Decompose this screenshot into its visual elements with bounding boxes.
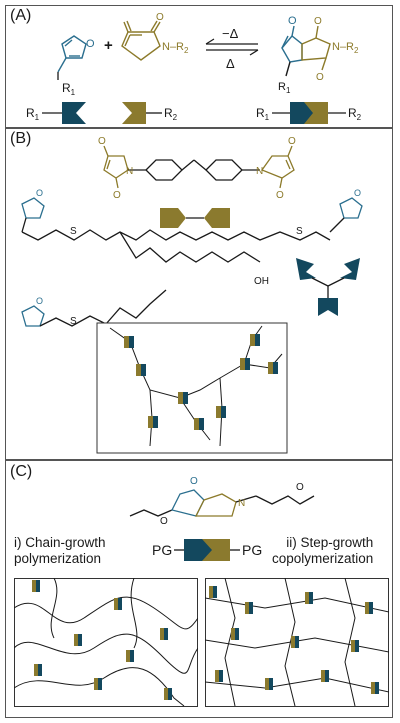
network-step-growth <box>205 578 389 707</box>
panel-c-monomer: O N O O <box>129 476 315 527</box>
symbol-r2-label: R2 <box>164 106 178 122</box>
monomer-n: N <box>238 498 245 509</box>
maleimide-nr2: N–R2 <box>162 41 189 55</box>
monomer-o-bridge: O <box>190 476 198 487</box>
step-growth-line2: copolymerization <box>272 551 374 566</box>
pg-right-label: PG <box>242 542 262 558</box>
arrow-label-forward: Δ <box>226 56 235 71</box>
plus-sign: + <box>104 37 113 54</box>
furan-r1-label: R1 <box>62 81 76 97</box>
panel-b-scheme: O N O O N O O S S O O S OH <box>21 136 363 454</box>
trifuran-s-3: S <box>70 316 77 327</box>
pg-left-label: PG <box>152 542 172 558</box>
trifuran-structure <box>21 197 363 327</box>
bmi-o-3: O <box>288 136 296 147</box>
adduct-symbol <box>290 102 328 124</box>
adduct-oxygen-bridge: O <box>288 15 297 27</box>
panel-b-label: (B) <box>10 130 32 147</box>
chain-growth-line1: i) Chain-growth <box>14 535 106 550</box>
trifuran-oh: OH <box>254 276 269 287</box>
network-b-adducts <box>124 334 278 430</box>
step-growth-line1: ii) Step-growth <box>286 535 374 550</box>
bismaleimide-symbol <box>160 208 230 228</box>
adduct-o-top: O <box>314 16 322 27</box>
maleimide-structure <box>121 20 161 61</box>
panel-b <box>5 128 393 460</box>
monomer-o-left: O <box>160 516 168 527</box>
panel-a-scheme: O R1 + O N–R2 −Δ Δ O O O N–R2 R1 R1 <box>26 12 362 124</box>
trifuran-symbol <box>296 258 360 316</box>
furan-symbol <box>62 102 86 124</box>
chain-growth-label: i) Chain-growth polymerization <box>14 535 106 567</box>
panel-c <box>5 460 393 718</box>
adduct-r1: R1 <box>278 81 291 95</box>
bmi-o-1: O <box>98 136 106 147</box>
trifuran-o-3: O <box>36 296 43 306</box>
adduct-structure <box>281 25 331 77</box>
step-growth-adducts <box>209 586 379 694</box>
arrow-label-retro: −Δ <box>222 26 239 41</box>
pg-adduct-symbol-row: PG PG <box>152 539 262 561</box>
bmi-n-2: N <box>256 166 263 177</box>
adduct-symbol-r1-label: R1 <box>256 106 270 122</box>
pg-adduct-gold <box>202 539 230 561</box>
maleimide-symbol <box>122 102 146 124</box>
equilibrium-arrows <box>205 38 259 56</box>
bmi-o-4: O <box>276 190 284 201</box>
panel-c-label: (C) <box>10 463 33 480</box>
symbol-r1-label: R1 <box>26 106 40 122</box>
bifunctional-monomer <box>129 489 315 517</box>
bmi-n-1: N <box>126 166 133 177</box>
monomer-o-right: O <box>296 482 304 493</box>
furan-structure <box>57 35 87 73</box>
panel-a-label: (A) <box>10 7 32 24</box>
maleimide-o-top: O <box>156 12 164 23</box>
step-growth-label: ii) Step-growth copolymerization <box>272 535 373 567</box>
network-chain-growth <box>14 578 198 707</box>
furan-oxygen: O <box>86 38 95 50</box>
trifuran-o-1: O <box>36 188 43 198</box>
chain-growth-line2: polymerization <box>14 551 102 566</box>
trifuran-o-2: O <box>354 188 361 198</box>
trifuran-s-2: S <box>296 226 303 237</box>
bismaleimide-structure <box>103 145 295 189</box>
trifuran-s-1: S <box>70 226 77 237</box>
adduct-o-bottom: O <box>316 72 324 83</box>
adduct-nr2: N–R2 <box>332 41 359 55</box>
chain-growth-adducts <box>32 580 172 700</box>
adduct-symbol-r2-label: R2 <box>348 106 362 122</box>
panel-a <box>5 5 393 128</box>
bmi-o-2: O <box>113 190 121 201</box>
